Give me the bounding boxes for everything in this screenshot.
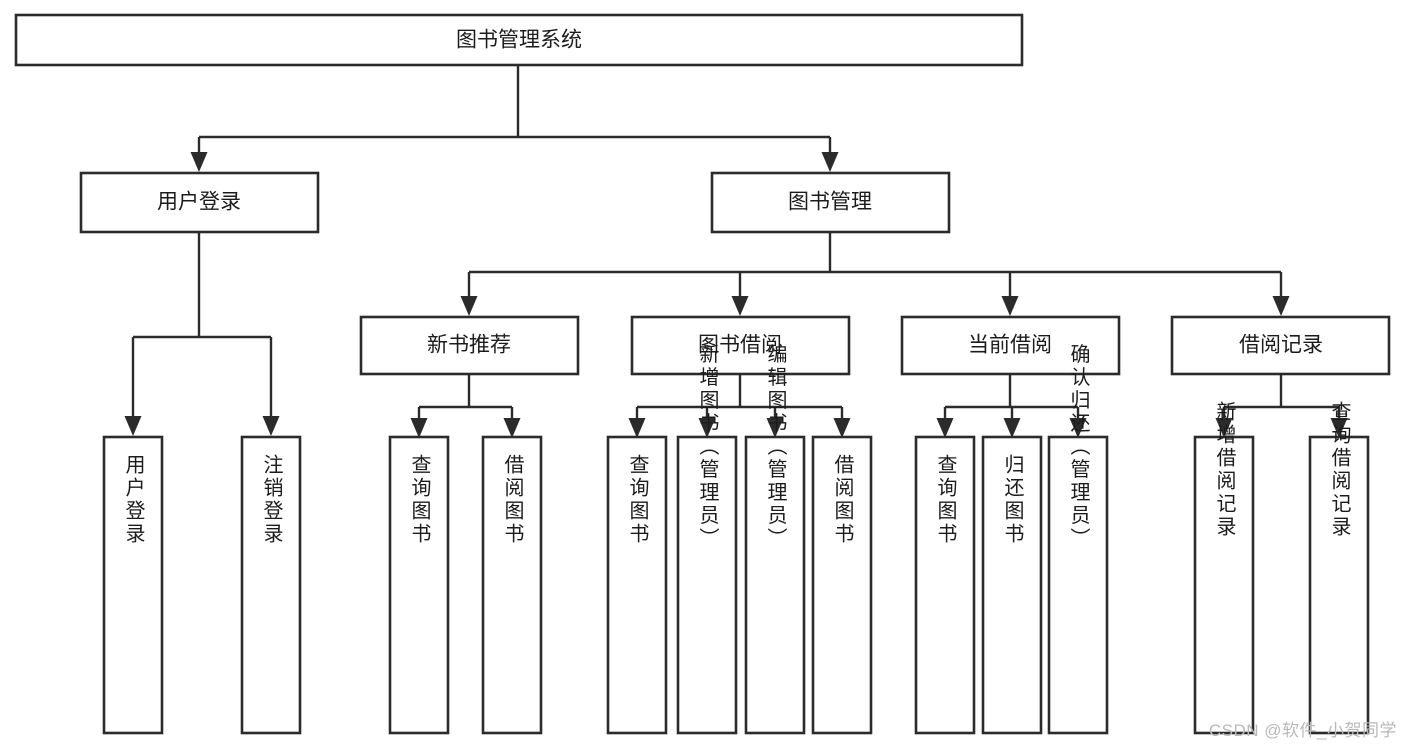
- leaf-current-borrow-confirm-label: 确认归还（管理员）: [1067, 343, 1090, 550]
- node-book-management[interactable]: 图书管理: [710, 171, 951, 234]
- node-book-borrow-label: 图书借阅: [698, 334, 782, 357]
- node-new-book-recommend[interactable]: 新书推荐: [359, 315, 580, 376]
- leaf-book-borrow-edit[interactable]: 编辑图书（管理员）: [744, 343, 806, 735]
- leaf-user-login-login-label: 用户登录: [122, 454, 145, 546]
- connector-book-management-to-children: [460, 232, 1290, 316]
- leaf-book-borrow-add[interactable]: 新增图书（管理员）: [676, 343, 738, 735]
- node-book-management-label: 图书管理: [788, 191, 872, 214]
- node-book-borrow[interactable]: 图书借阅: [630, 315, 851, 376]
- leaf-current-borrow-return-label: 归还图书: [1001, 454, 1024, 546]
- connector-user-login-to-children: [124, 232, 280, 436]
- leaf-book-borrow-borrow-label: 借阅图书: [831, 454, 854, 546]
- leaf-new-book-query-label: 查询图书: [408, 454, 431, 546]
- leaf-borrow-record-add[interactable]: 新增借阅记录: [1193, 401, 1255, 735]
- connector-new-book-to-leaves: [410, 374, 521, 438]
- node-user-login[interactable]: 用户登录: [79, 171, 320, 234]
- node-user-login-label: 用户登录: [157, 191, 241, 214]
- node-borrow-record-label: 借阅记录: [1239, 334, 1323, 357]
- leaf-book-borrow-query-label: 查询图书: [626, 454, 649, 546]
- leaf-user-login-logout-label: 注销登录: [260, 454, 283, 546]
- connector-current-borrow-to-leaves: [936, 374, 1087, 438]
- leaf-user-login-login[interactable]: 用户登录: [102, 435, 164, 735]
- leaf-borrow-record-add-label: 新增借阅记录: [1213, 401, 1236, 539]
- leaf-new-book-borrow[interactable]: 借阅图书: [481, 435, 543, 735]
- connector-root-to-level2: [190, 65, 839, 172]
- leaf-current-borrow-query-label: 查询图书: [934, 454, 957, 546]
- leaf-new-book-borrow-label: 借阅图书: [501, 454, 524, 546]
- leaf-book-borrow-add-label: 新增图书（管理员）: [696, 343, 719, 550]
- node-borrow-record[interactable]: 借阅记录: [1170, 315, 1391, 376]
- leaf-book-borrow-edit-label: 编辑图书（管理员）: [764, 343, 787, 550]
- node-current-borrow-label: 当前借阅: [968, 334, 1052, 357]
- leaf-user-login-logout[interactable]: 注销登录: [240, 435, 302, 735]
- node-root[interactable]: 图书管理系统: [14, 13, 1024, 67]
- leaf-current-borrow-return[interactable]: 归还图书: [981, 435, 1043, 735]
- node-root-label: 图书管理系统: [456, 29, 582, 52]
- leaf-book-borrow-query[interactable]: 查询图书: [606, 435, 668, 735]
- node-current-borrow[interactable]: 当前借阅: [900, 315, 1121, 376]
- leaf-current-borrow-query[interactable]: 查询图书: [914, 435, 976, 735]
- leaf-new-book-query[interactable]: 查询图书: [388, 435, 450, 735]
- node-new-book-recommend-label: 新书推荐: [427, 334, 511, 357]
- leaf-borrow-record-query[interactable]: 查询借阅记录: [1308, 401, 1370, 735]
- leaf-book-borrow-borrow[interactable]: 借阅图书: [811, 435, 873, 735]
- leaf-borrow-record-query-label: 查询借阅记录: [1328, 401, 1351, 539]
- leaf-current-borrow-confirm[interactable]: 确认归还（管理员）: [1047, 343, 1109, 735]
- connector-borrow-record-to-leaves: [1215, 374, 1348, 438]
- connector-book-borrow-to-leaves: [628, 374, 851, 438]
